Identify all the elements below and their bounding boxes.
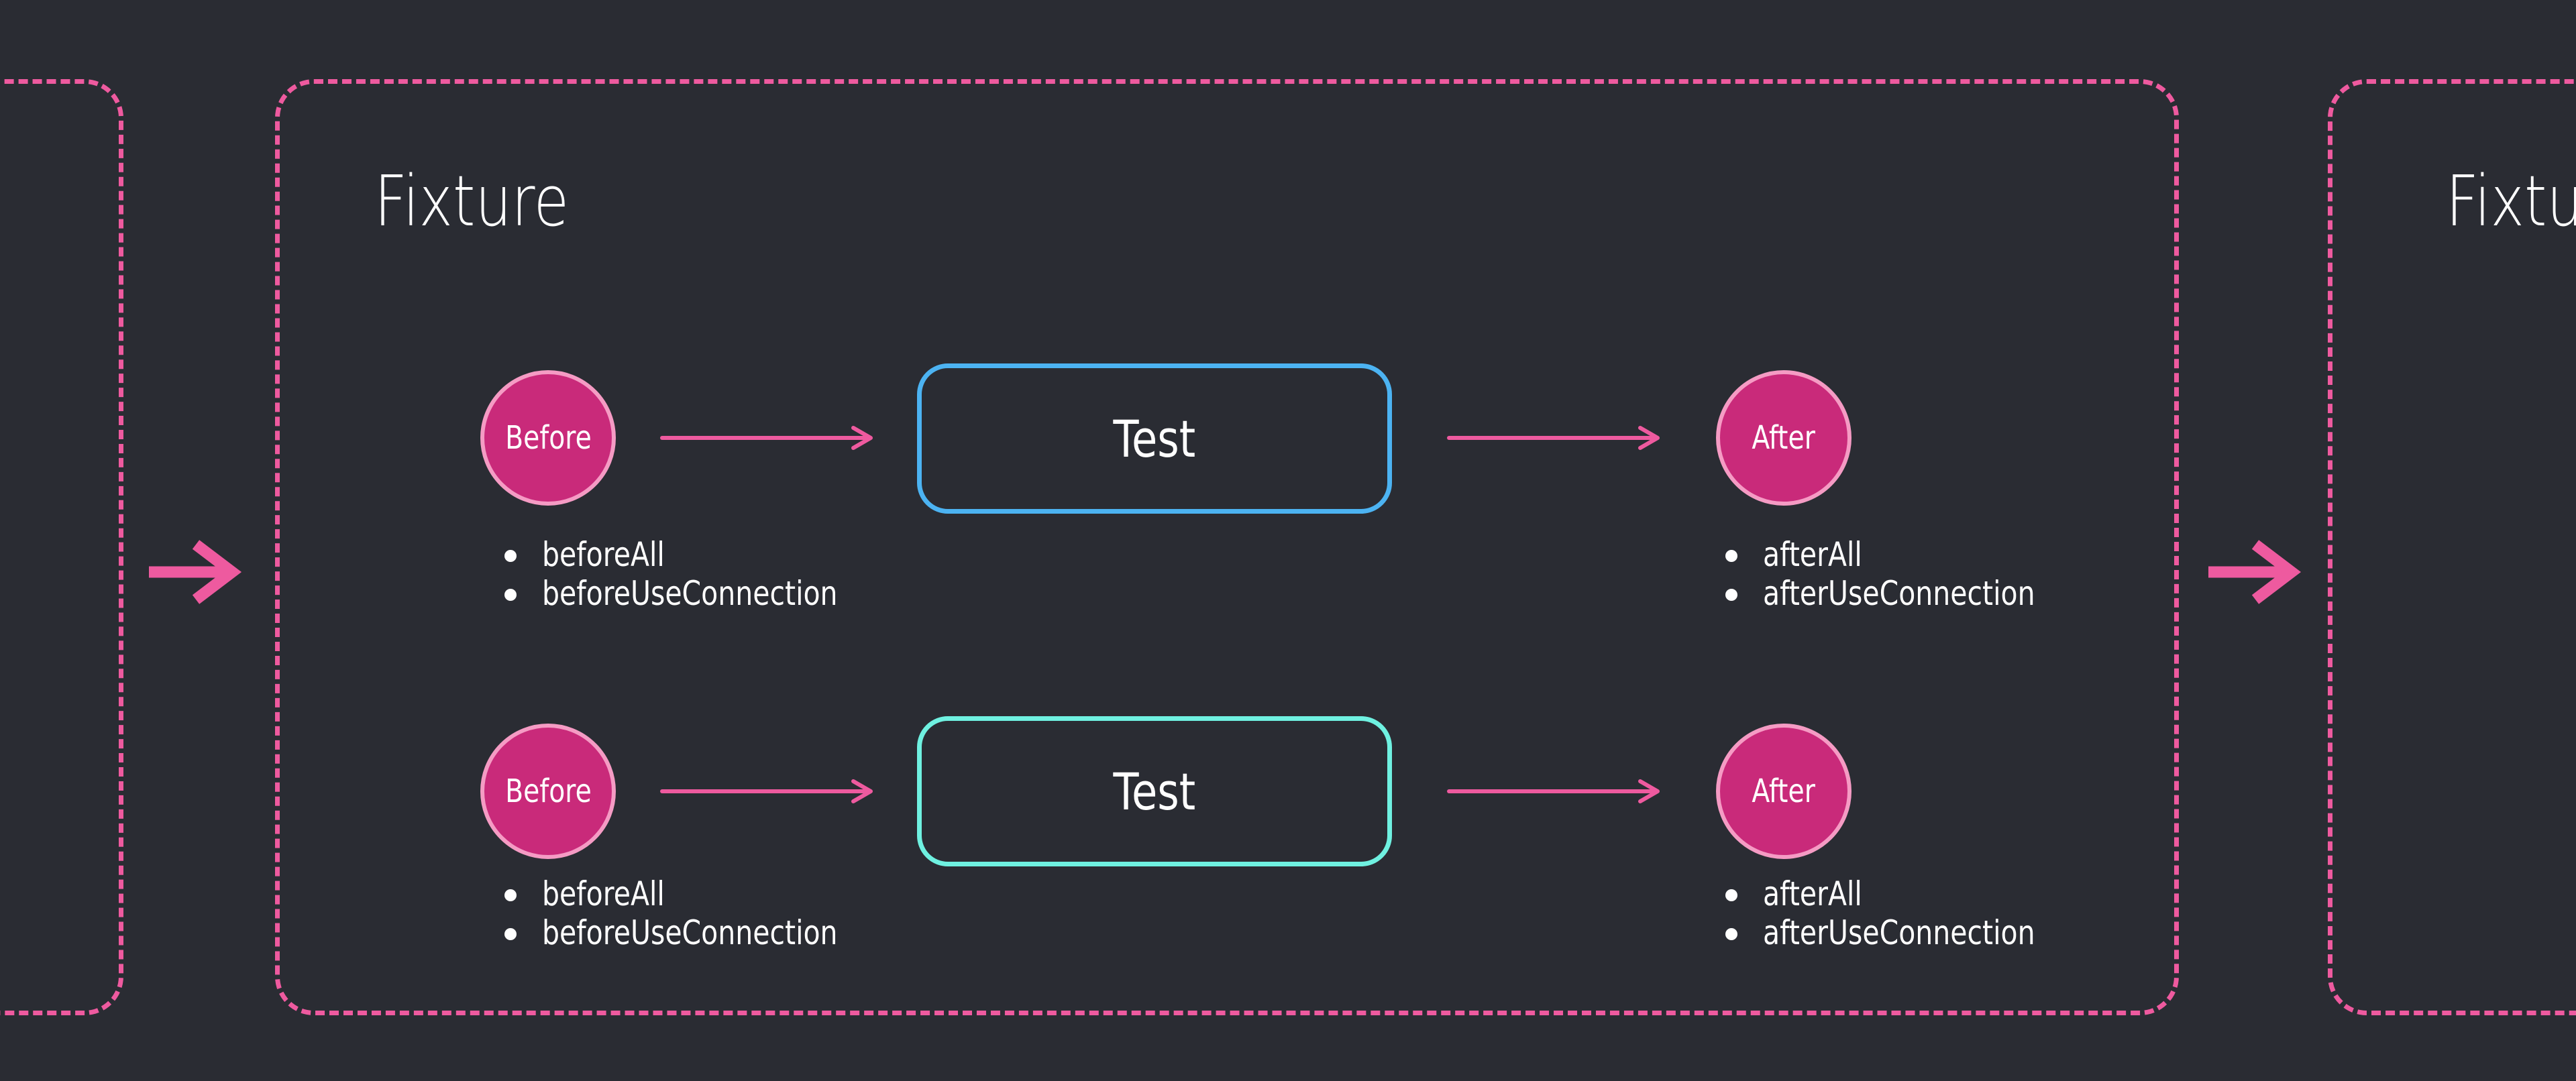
bullet-icon [504,928,517,940]
fixture-transition-arrow-left [149,540,242,604]
hook-name: beforeUseConnection [542,913,838,952]
bullet-icon [1725,550,1737,562]
bullet-icon [1725,889,1737,901]
fixture-box-next [2328,79,2576,1015]
after-node-1: After [1716,370,1851,506]
hook-name: beforeAll [542,874,665,913]
test-box-1: Test [917,363,1392,514]
bullet-icon [1725,928,1737,940]
hook-name: afterUseConnection [1763,913,2035,952]
before-node-1: Before [480,370,616,506]
hook-name: beforeAll [542,535,665,574]
hook-name: afterAll [1763,535,1862,574]
fixture-box-main [275,79,2179,1015]
after-node-label: After [1752,419,1816,457]
hook-name: beforeUseConnection [542,574,838,613]
after-node-label: After [1752,773,1816,810]
test-box-label: Test [1113,761,1196,821]
bullet-icon [504,589,517,601]
before-node-2: Before [480,724,616,859]
hook-name: afterAll [1763,874,1862,913]
after-node-2: After [1716,724,1851,859]
bullet-icon [504,550,517,562]
before-node-label: Before [504,419,592,457]
test-box-2: Test [917,716,1392,866]
fixture-transition-arrow-right [2208,540,2302,604]
next-fixture-title: Fixture [2446,160,2576,242]
hook-name: afterUseConnection [1763,574,2035,613]
bullet-icon [1725,589,1737,601]
test-box-label: Test [1113,408,1196,469]
fixture-box-previous [0,79,123,1015]
bullet-icon [504,889,517,901]
before-node-label: Before [504,773,592,810]
fixture-title: Fixture [374,160,570,242]
